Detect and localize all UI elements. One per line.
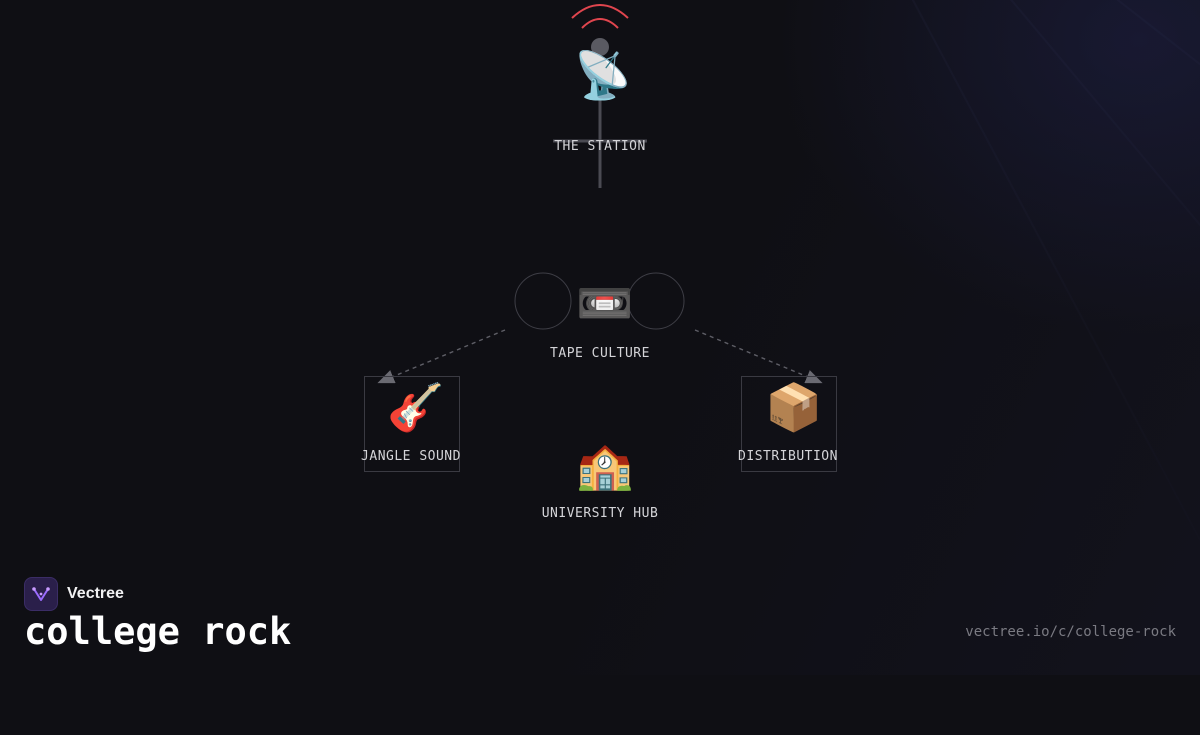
diagram-canvas [377, 4, 823, 384]
satellite-dish-icon: 📡 [574, 48, 632, 102]
distribution-box [741, 376, 837, 472]
page-url[interactable]: vectree.io/c/college-rock [965, 624, 1176, 640]
signal-arc-outer [571, 4, 629, 19]
signal-arc-inner [581, 18, 619, 29]
distribution-label: DISTRIBUTION [738, 449, 838, 464]
package-icon: 📦 [765, 380, 823, 434]
arrow-to-distribution [694, 329, 823, 384]
vectree-logo-icon [24, 577, 58, 611]
tape-reel-right [627, 272, 685, 330]
guitar-icon: 🎸 [387, 380, 445, 434]
page-title: college rock [24, 610, 292, 653]
tape-reel-left [514, 272, 572, 330]
brand[interactable]: Vectree [24, 577, 124, 611]
jangle-sound-box [364, 376, 460, 472]
school-icon: 🏫 [576, 438, 634, 492]
station-label: THE STATION [554, 139, 646, 154]
jangle-sound-label: JANGLE SOUND [361, 449, 461, 464]
arrow-to-jangle [377, 329, 506, 384]
videocassette-icon: 📼 [576, 276, 634, 330]
tape-culture-label: TAPE CULTURE [550, 346, 650, 361]
university-hub-label: UNIVERSITY HUB [541, 506, 659, 521]
antenna-head [591, 38, 609, 56]
brand-name: Vectree [67, 585, 124, 602]
